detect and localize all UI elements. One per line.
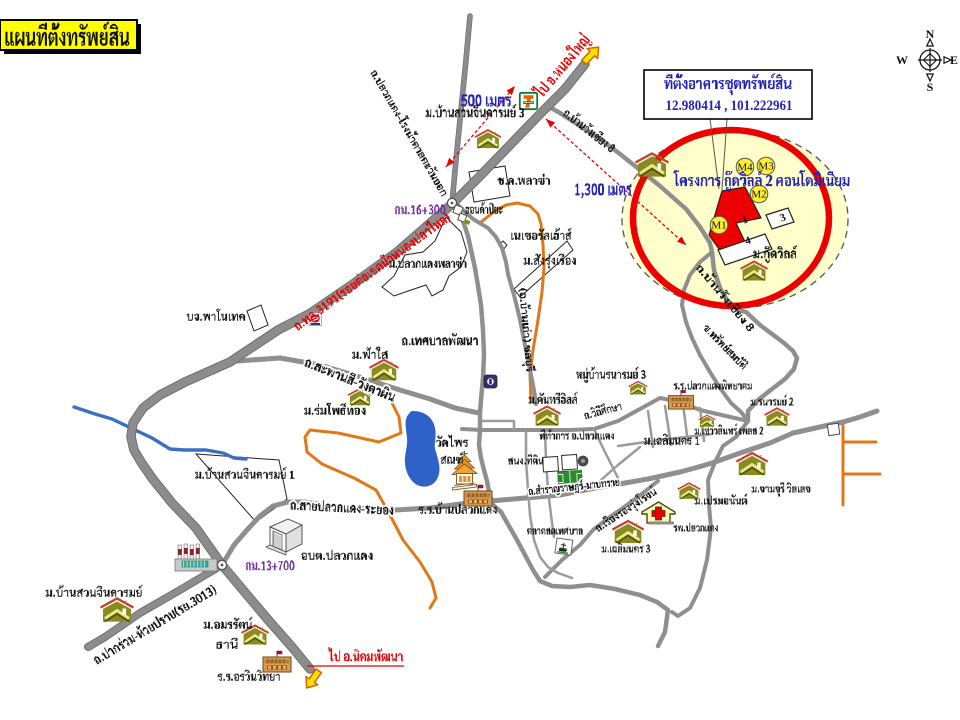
svg-text:W: W	[896, 53, 908, 67]
svg-text:M3: M3	[758, 161, 774, 173]
svg-text:1: 1	[740, 213, 749, 226]
svg-text:12.980414 , 101.222961: 12.980414 , 101.222961	[666, 98, 793, 114]
svg-text:4: 4	[743, 234, 752, 247]
svg-text:M4: M4	[737, 162, 753, 174]
svg-text:E: E	[950, 53, 958, 67]
svg-text:N: N	[926, 27, 935, 41]
svg-text:M2: M2	[751, 189, 766, 201]
svg-text:M1: M1	[711, 220, 726, 232]
svg-text:3: 3	[778, 211, 788, 224]
svg-text:S: S	[927, 80, 934, 94]
